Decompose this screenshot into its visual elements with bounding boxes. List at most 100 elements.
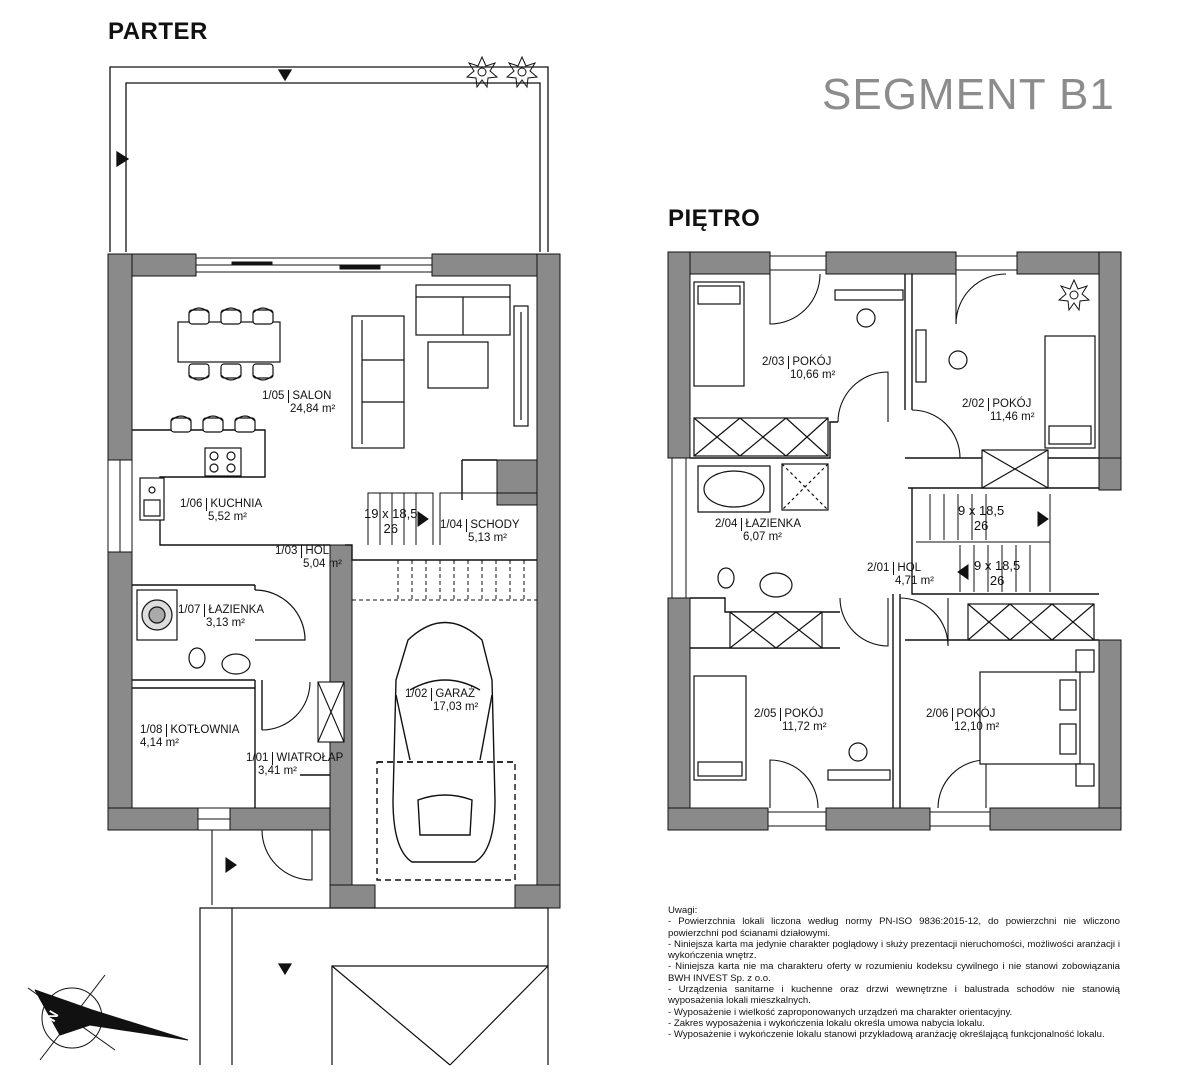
ground-floor-title: PARTER: [108, 18, 208, 45]
upper-stair-spec-1: 9 x 18,5 26: [958, 503, 1004, 533]
ground-exterior-walls: [107, 253, 561, 909]
room-area: 10,66 m²: [790, 369, 836, 381]
room-area: 5,04 m²: [303, 558, 342, 570]
upper-windows: [671, 255, 1018, 827]
note-item: - Wyposażenie i wykończenie lokalu stano…: [668, 1029, 1105, 1041]
room-2-02-furniture: [915, 329, 1096, 489]
room-name: HOL: [897, 562, 922, 574]
room-area: 11,72 m²: [782, 721, 827, 733]
room-name: SALON: [292, 390, 332, 402]
room-area: 24,84 m²: [290, 403, 336, 415]
room-code: 2/05: [754, 708, 782, 721]
ground-floor-plan: [107, 56, 561, 1066]
bar-stools: [170, 415, 256, 433]
stair-size: 19 x 18,5: [364, 506, 418, 521]
car-in-garage: [376, 621, 516, 881]
room-name: KOTŁOWNIA: [170, 724, 240, 736]
room-name: POKÓJ: [992, 398, 1032, 410]
upper-floor-plan: [667, 251, 1122, 831]
ground-bathroom-fittings: [136, 589, 306, 675]
room-code: 1/05: [262, 390, 290, 403]
room-code: 2/02: [962, 398, 990, 411]
note-item: - Zakres wyposażenia i wykończenia lokal…: [668, 1017, 985, 1029]
notes-block: Uwagi: - Powierzchnia lokali liczona wed…: [668, 905, 1120, 1041]
room-code: 1/04: [440, 519, 468, 532]
room-code: 2/06: [926, 708, 954, 721]
upper-stair-spec-2: 9 x 18,5 26: [974, 558, 1020, 588]
room-name: WIATROŁAP: [276, 752, 344, 764]
note-item: - Niniejsza karta ma jedynie charakter p…: [668, 938, 1120, 962]
upper-bathroom-fittings: [697, 463, 829, 598]
upper-floor-title: PIĘTRO: [668, 205, 761, 232]
note-item: - Wyposażenie i wielkość zaproponowanych…: [668, 1006, 1013, 1018]
room-name: KUCHNIA: [210, 498, 263, 510]
room-name: SCHODY: [470, 519, 520, 531]
terrace: [109, 66, 549, 252]
room-area: 3,41 m²: [258, 765, 297, 777]
upper-staircase: [916, 494, 1051, 592]
room-name: GARAŻ: [435, 688, 476, 700]
stair-count: 26: [973, 518, 989, 533]
room-area: 4,14 m²: [140, 737, 179, 749]
notes-heading: Uwagi:: [668, 905, 698, 916]
room-2-03-furniture: [693, 281, 904, 457]
room-2-06-furniture: [967, 603, 1095, 787]
stair-count: 26: [383, 521, 398, 536]
room-code: 1/02: [405, 688, 433, 701]
ground-doors: [211, 681, 345, 905]
segment-title: SEGMENT B1: [822, 70, 1115, 119]
kitchen-fittings: [139, 447, 242, 521]
room-code: 1/07: [178, 604, 206, 617]
room-2-05-furniture: [693, 611, 891, 781]
room-area: 4,71 m²: [895, 575, 934, 587]
room-code: 1/01: [246, 752, 274, 765]
stair-size: 9 x 18,5: [958, 503, 1005, 518]
note-item: - Urządzenia sanitarne i kuchenne oraz d…: [668, 984, 1120, 1007]
living-room-furniture: [351, 284, 529, 449]
room-area: 17,03 m²: [433, 701, 479, 713]
room-name: POKÓJ: [792, 356, 832, 368]
stair-size: 9 x 18,5: [974, 558, 1021, 573]
room-area: 11,46 m²: [990, 411, 1035, 423]
ground-windows: [107, 257, 433, 831]
room-name: ŁAZIENKA: [208, 604, 264, 616]
dining-table: [177, 307, 281, 381]
room-code: 1/03: [275, 545, 303, 558]
note-item: - Niniejsza karta nie ma charakteru ofer…: [668, 961, 1120, 984]
room-area: 5,13 m²: [468, 532, 507, 544]
room-code: 2/03: [762, 356, 790, 369]
ground-stair-spec: 19 x 18,5 26: [364, 506, 418, 536]
room-name: POKÓJ: [784, 708, 824, 720]
note-item: - Powierzchnia lokali liczona według nor…: [668, 916, 1120, 939]
stair-count: 26: [989, 573, 1005, 588]
room-2-02-plant: [1058, 279, 1090, 311]
room-code: 2/04: [715, 518, 743, 531]
room-code: 2/01: [867, 562, 895, 575]
north-compass: [27, 974, 189, 1061]
room-name: HOL: [305, 545, 330, 557]
ground-staircase: [352, 492, 537, 601]
room-area: 3,13 m²: [206, 617, 245, 629]
room-area: 5,52 m²: [208, 511, 247, 523]
room-name: ŁAZIENKA: [745, 518, 801, 530]
room-code: 1/08: [140, 724, 168, 737]
room-code: 1/06: [180, 498, 208, 511]
room-area: 6,07 m²: [743, 531, 782, 543]
room-name: POKÓJ: [956, 708, 996, 720]
room-area: 12,10 m²: [954, 721, 1000, 733]
upper-exterior-walls: [667, 251, 1122, 831]
